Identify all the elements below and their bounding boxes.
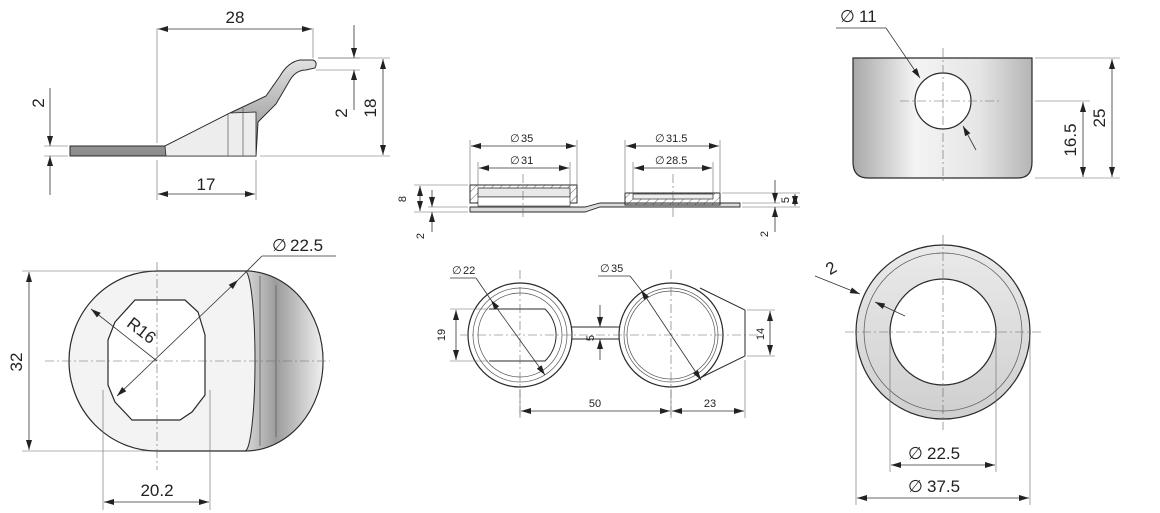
front-view-left: R16 ∅ 22.5 32 20.2 <box>7 236 336 510</box>
sec-dia-35: 35 <box>521 133 533 145</box>
cap-center-16-5: 16.5 <box>1061 123 1080 156</box>
plan-dia-symbol-22: ∅ <box>452 265 462 277</box>
plan-flat-19: 19 <box>436 329 448 341</box>
section-view-middle: ∅ 35 ∅ 31 ∅ 31.5 ∅ 28.5 8 2 5 <box>397 133 800 239</box>
sec-dia-31: 31 <box>521 155 533 167</box>
sec-height-5: 5 <box>780 197 792 203</box>
dim-diameter-symbol-22-5: ∅ <box>272 236 287 255</box>
plan-dia-22: 22 <box>463 265 475 277</box>
dim-height-32: 32 <box>7 353 26 372</box>
sec-dia-31-5: 31.5 <box>666 133 687 145</box>
cap-side-view: ∅ 11 16.5 25 <box>836 7 1120 182</box>
plan-tab-14: 14 <box>755 328 767 340</box>
sec-thickness-2-right: 2 <box>759 231 771 237</box>
dim-thickness-2: 2 <box>29 98 48 107</box>
dim-diameter-22-5: 22.5 <box>290 236 323 255</box>
plan-spacing-50: 50 <box>589 398 601 410</box>
sec-dia-symbol-31-5: ∅ <box>655 133 665 145</box>
ring-wall-2: 2 <box>822 258 840 279</box>
ring-dia-symbol-22-5: ∅ <box>908 444 923 463</box>
side-view-face <box>164 111 257 157</box>
side-view-left: 28 2 2 18 17 <box>29 8 390 200</box>
sec-dia-symbol-35: ∅ <box>510 133 520 145</box>
ring-view: 2 ∅ 22.5 ∅ 37.5 <box>814 235 1042 505</box>
sec-thickness-2-left: 2 <box>415 233 427 239</box>
dim-width-20-2: 20.2 <box>140 481 173 500</box>
dim-height-18: 18 <box>361 99 380 118</box>
plan-cup-left-flat <box>489 308 557 362</box>
plan-view-middle: ∅ 22 ∅ 35 19 5 14 50 23 <box>436 263 775 418</box>
sec-dia-symbol-31: ∅ <box>510 155 520 167</box>
cap-dia-symbol-11: ∅ <box>840 7 855 26</box>
plan-dia-35: 35 <box>611 263 623 275</box>
plan-tab-length-23: 23 <box>704 398 716 410</box>
ring-dia-22-5: 22.5 <box>927 444 960 463</box>
sec-height-8: 8 <box>397 196 409 202</box>
plan-dia-symbol-35: ∅ <box>600 263 610 275</box>
dim-width-17: 17 <box>197 175 216 194</box>
plan-bridge-5: 5 <box>585 335 597 341</box>
ring-dia-37-5: 37.5 <box>927 477 960 496</box>
dim-lip-2: 2 <box>332 108 351 117</box>
front-view-opening <box>107 299 206 421</box>
ring-dia-symbol-37-5: ∅ <box>908 477 923 496</box>
dim-width-28: 28 <box>226 8 245 27</box>
cap-height-25: 25 <box>1090 109 1109 128</box>
cap-dia-11: 11 <box>859 7 877 26</box>
sec-dia-28-5: 28.5 <box>666 155 687 167</box>
sec-dia-symbol-28-5: ∅ <box>655 155 665 167</box>
